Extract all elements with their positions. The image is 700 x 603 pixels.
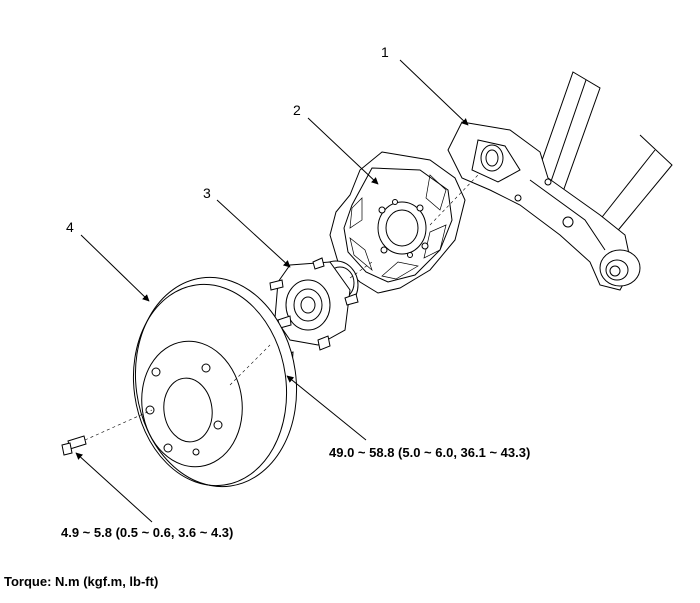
- leader-hub-bolt-torque: [286, 375, 367, 441]
- disc-retaining-screw: [61, 435, 87, 456]
- callout-3: 3: [203, 185, 211, 201]
- part-2-dust-cover: [329, 151, 466, 294]
- torque-units-legend: Torque: N.m (kgf.m, lb-ft): [4, 574, 159, 589]
- part-4-brake-disc: [132, 276, 298, 488]
- leader-3: [216, 199, 291, 268]
- part-3-hub-bearing: [269, 257, 359, 351]
- leader-4: [80, 234, 150, 302]
- leader-1: [399, 59, 469, 126]
- part-1-trailing-arm: [447, 71, 673, 291]
- leader-disc-screw-torque: [75, 452, 153, 523]
- callout-4: 4: [66, 219, 74, 235]
- callout-1: 1: [381, 44, 389, 60]
- leader-2: [307, 117, 379, 185]
- torque-hub-bolt: 49.0 ~ 58.8 (5.0 ~ 6.0, 36.1 ~ 43.3): [329, 445, 531, 460]
- center-axis-line: [84, 174, 479, 441]
- callout-2: 2: [293, 102, 301, 118]
- torque-disc-screw: 4.9 ~ 5.8 (0.5 ~ 0.6, 3.6 ~ 4.3): [61, 525, 234, 540]
